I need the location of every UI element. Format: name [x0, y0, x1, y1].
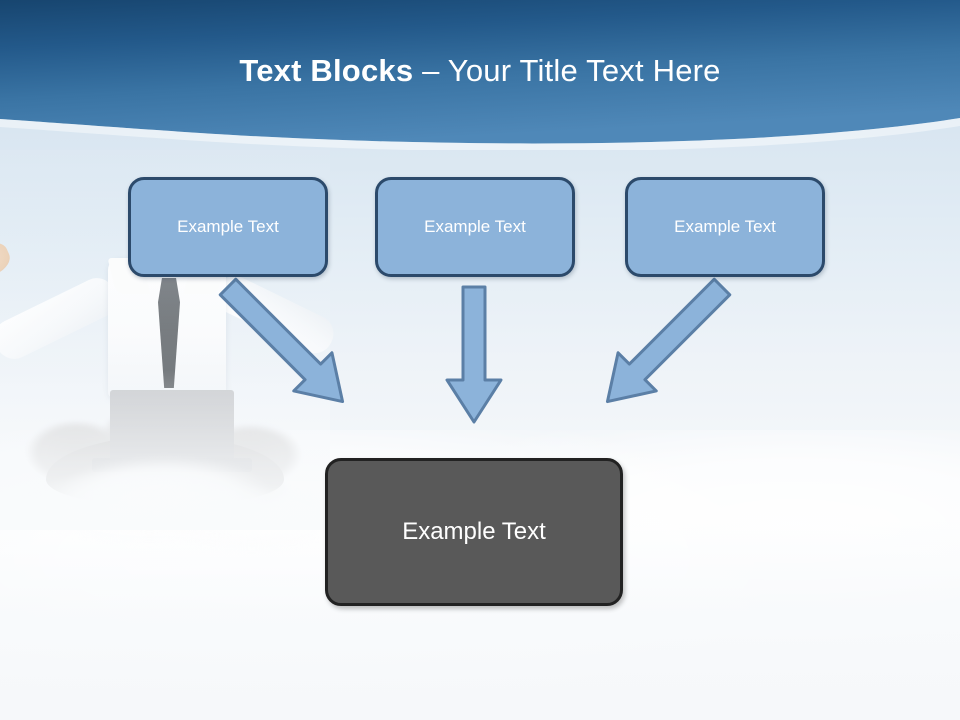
title-separator: – [413, 53, 448, 88]
text-block-2[interactable]: Example Text [375, 177, 575, 277]
text-block-1[interactable]: Example Text [128, 177, 328, 277]
title-strong: Text Blocks [239, 53, 414, 88]
text-block-3-label: Example Text [674, 217, 776, 236]
text-block-3[interactable]: Example Text [625, 177, 825, 277]
result-box-label: Example Text [402, 518, 546, 545]
result-box[interactable]: Example Text [325, 458, 623, 606]
title-light: Your Title Text Here [447, 53, 721, 88]
text-block-2-label: Example Text [424, 217, 526, 236]
text-block-1-label: Example Text [177, 217, 279, 236]
header-band [0, 0, 960, 150]
page-title: Text Blocks – Your Title Text Here [0, 52, 960, 90]
